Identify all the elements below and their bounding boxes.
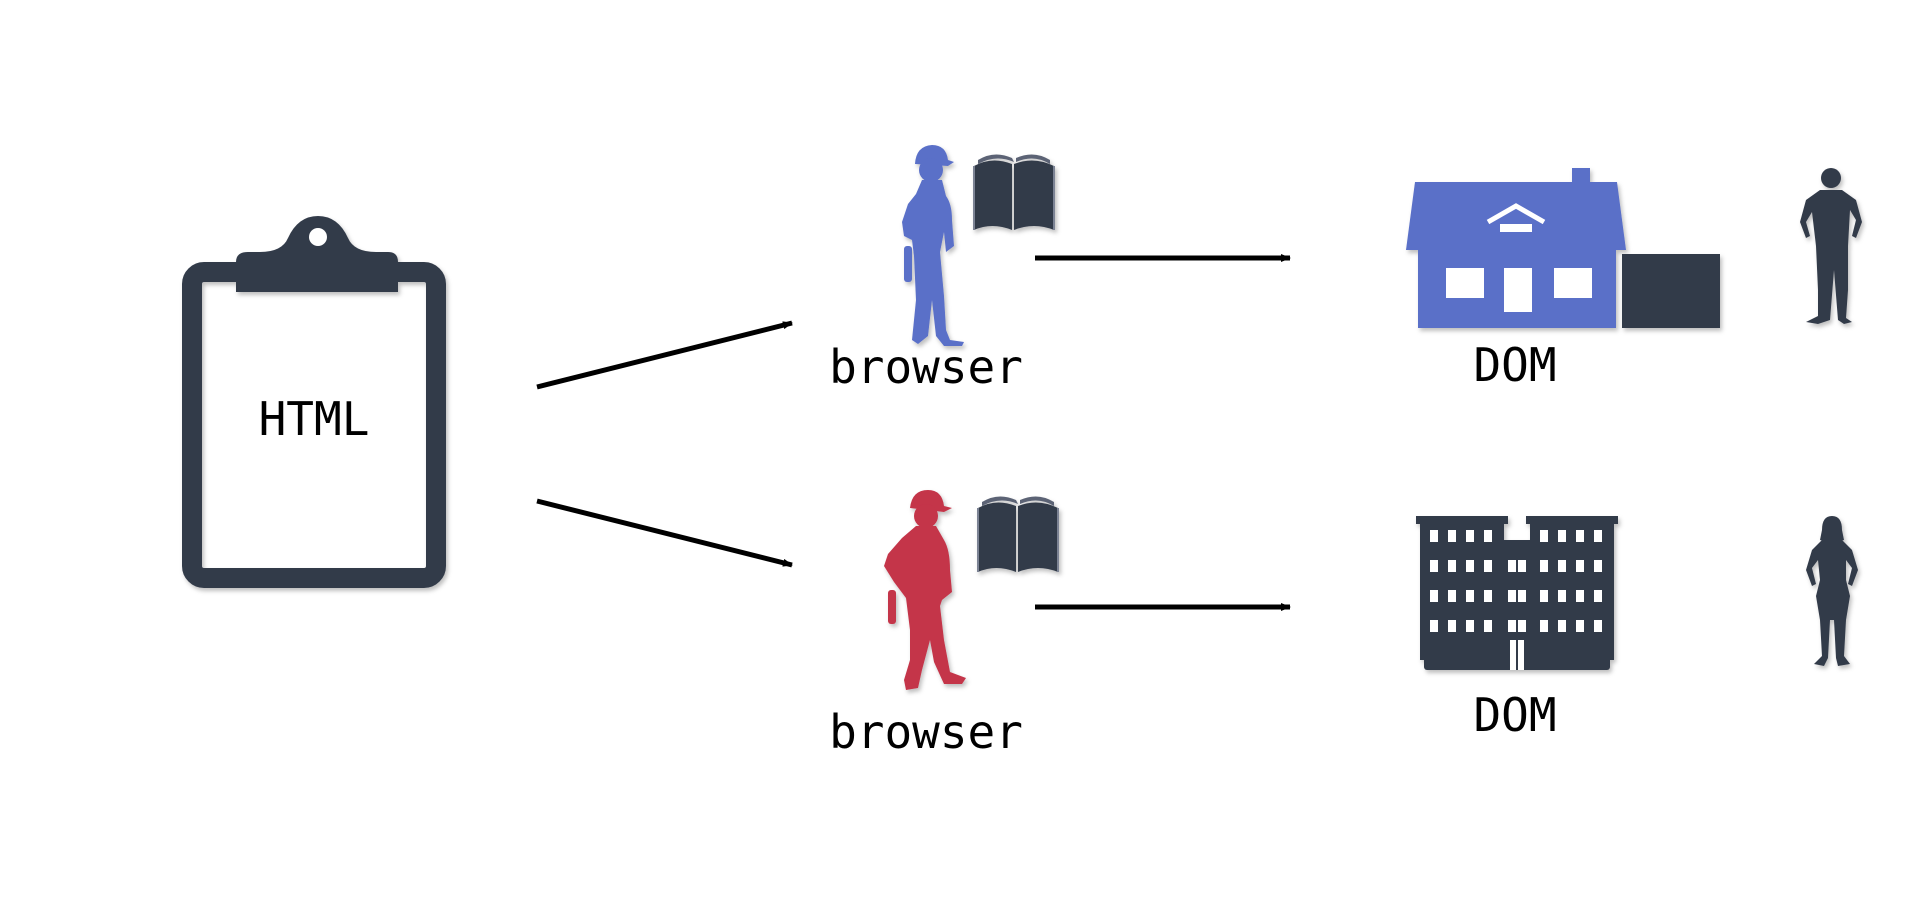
house-icon: [1406, 168, 1720, 328]
apartment-building-icon: [1416, 516, 1618, 670]
man-silhouette-icon: [1800, 168, 1862, 324]
browser-label-bottom: browser: [829, 705, 1023, 759]
open-book-icon: [973, 154, 1055, 230]
dom-label-bottom: DOM: [1473, 688, 1556, 742]
arrow-html-to-browser-top: [536, 320, 793, 390]
woman-silhouette-icon: [1806, 516, 1858, 666]
dom-label-top: DOM: [1473, 338, 1556, 392]
construction-worker-icon: [902, 145, 964, 346]
open-book-icon: [977, 496, 1059, 572]
arrow-html-to-browser-bottom: [536, 498, 793, 568]
construction-worker-icon: [884, 490, 966, 690]
clipboard-icon: [182, 216, 446, 588]
browser-label-top: browser: [829, 340, 1023, 394]
source-label: HTML: [259, 392, 370, 446]
